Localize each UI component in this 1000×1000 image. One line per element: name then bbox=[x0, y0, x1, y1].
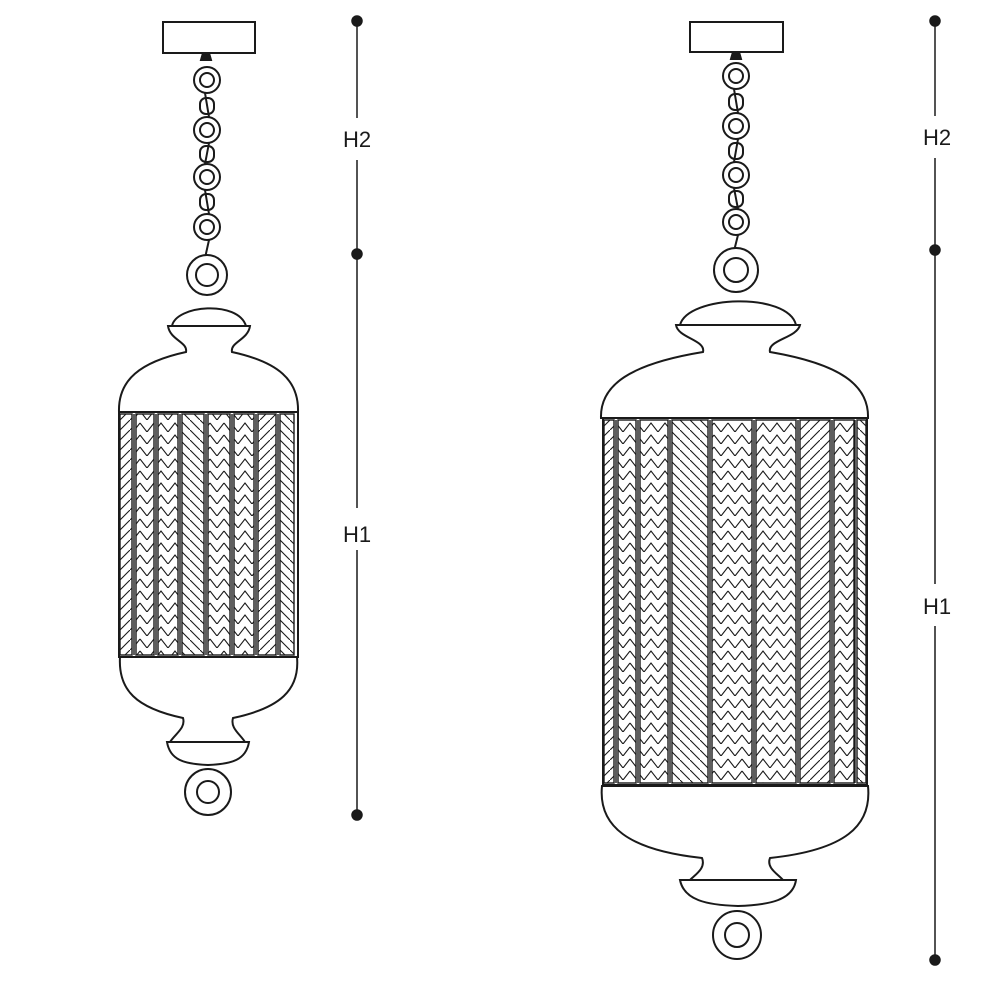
glass-panels bbox=[119, 413, 295, 656]
hanging-ring bbox=[713, 247, 759, 293]
dimension-label-h1-large: H1 bbox=[923, 594, 951, 619]
top-cap bbox=[678, 300, 798, 326]
dimension-label-h2-small: H2 bbox=[343, 127, 371, 152]
ceiling-canopy bbox=[162, 21, 256, 54]
lower-body bbox=[118, 656, 299, 743]
top-cap bbox=[170, 307, 248, 327]
lantern-large bbox=[599, 21, 870, 960]
lower-body bbox=[600, 785, 870, 881]
chain bbox=[722, 62, 750, 252]
bottom-cap bbox=[165, 741, 251, 767]
lantern-small bbox=[117, 21, 300, 816]
chain bbox=[193, 66, 221, 259]
canopy-hook bbox=[729, 51, 743, 60]
canopy-hook bbox=[199, 52, 213, 61]
upper-body bbox=[117, 325, 300, 413]
glass-panels bbox=[603, 419, 867, 784]
bottom-cap bbox=[678, 879, 798, 908]
dimension-line-small bbox=[351, 15, 363, 821]
ceiling-canopy bbox=[689, 21, 784, 53]
dimension-line-large bbox=[929, 15, 941, 966]
dimension-label-h2-large: H2 bbox=[923, 125, 951, 150]
hanging-ring bbox=[186, 254, 228, 296]
upper-body bbox=[599, 324, 870, 419]
dimension-label-h1-small: H1 bbox=[343, 522, 371, 547]
bottom-ring bbox=[712, 910, 762, 960]
bottom-ring bbox=[184, 768, 232, 816]
